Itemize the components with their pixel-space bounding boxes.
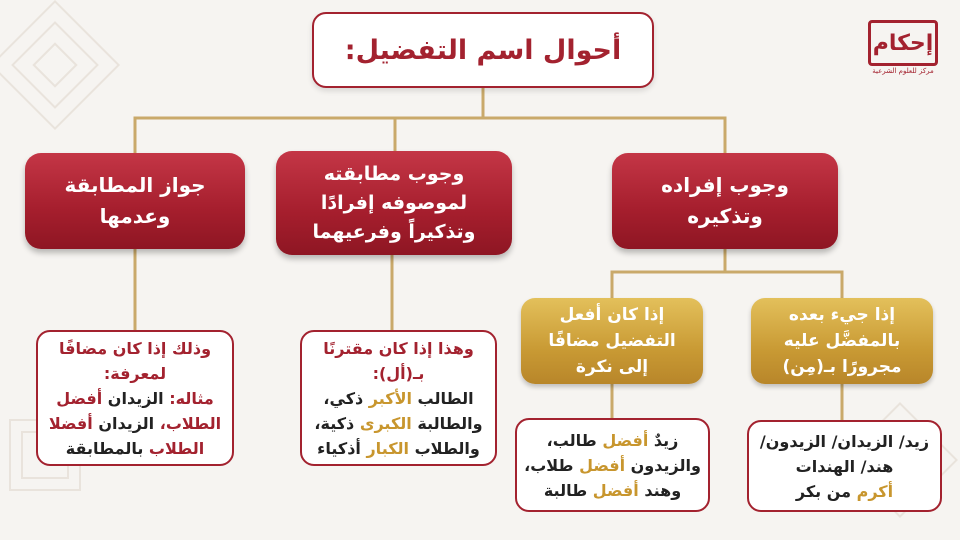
text-segment: طلاب، — [524, 455, 580, 475]
text-segment: مثاله: — [169, 388, 214, 408]
branch-3-heading-line: وعدمها — [99, 204, 171, 228]
text-segment: طالب، — [546, 430, 603, 450]
text-segment: وهذا إذا كان مقترنًا — [323, 338, 474, 358]
text-line: الطلاب بالمطابقة — [49, 436, 221, 461]
diagram-title-box: أحوال اسم التفضيل: — [312, 12, 654, 88]
text-segment: طالبة — [543, 480, 593, 500]
text-segment: الطالب — [411, 388, 474, 408]
text-line: بـ(أل): — [314, 361, 482, 386]
text-segment: هند/ الهندات — [795, 456, 894, 476]
logo-subtitle: مركز للعلوم الشرعية — [872, 67, 934, 75]
text-line: والزيدون أفضل طلاب، — [524, 453, 701, 478]
text-segment: ذكي، — [323, 388, 369, 408]
brand-logo: إحكام مركز للعلوم الشرعية — [866, 20, 940, 92]
text-segment: أكرم — [856, 481, 894, 501]
text-segment: والزيدون — [625, 455, 701, 475]
text-segment: الأكبر — [368, 388, 412, 408]
sub-branch-2-heading-line: إلى نكرة — [575, 357, 649, 377]
text-line: زيد/ الزيدان/ الزيدون/ — [760, 429, 929, 454]
text-line: الطالب الأكبر ذكي، — [314, 386, 482, 411]
sub-branch-2-heading-line: التفضيل مضافًا — [548, 331, 676, 351]
text-segment: الكبار — [366, 438, 410, 458]
text-line: زيدٌ أفضل طالب، — [524, 428, 701, 453]
sub-branch-1-heading-line: مجرورًا بـ(مِن) — [782, 357, 902, 377]
text-segment: والطلاب — [409, 438, 480, 458]
text-segment: زيد/ الزيدان/ الزيدون/ — [759, 431, 930, 451]
branch-2-heading-line: وجوب مطابقته — [323, 162, 465, 185]
text-line: هند/ الهندات — [760, 454, 929, 479]
text-segment: زيدٌ — [648, 430, 679, 450]
branch-1-heading-line: وجوب إفراده — [661, 173, 789, 197]
diagram-title: أحوال اسم التفضيل: — [344, 34, 622, 66]
branch-2-heading-line: وتذكيراً وفرعيهما — [312, 220, 476, 243]
sub-branch-2-box: إذا كان أفعل التفضيل مضافًا إلى نكرة — [521, 298, 703, 384]
text-segment: الطلاب — [148, 438, 205, 458]
text-segment: أفضل — [592, 480, 639, 500]
sub-branch-2-example: زيدٌ أفضل طالب،والزيدون أفضل طلاب،وهند أ… — [524, 428, 701, 503]
text-line: وهذا إذا كان مقترنًا — [314, 336, 482, 361]
text-segment: أفضلا — [48, 413, 93, 433]
branch-2-note: وهذا إذا كان مقترنًا بـ(أل): الطالب الأكبر… — [314, 336, 482, 461]
text-segment: الزيدان — [102, 388, 170, 408]
text-line: لمعرفة: — [49, 361, 221, 386]
sub-branch-2-heading-line: إذا كان أفعل — [559, 305, 665, 325]
branch-1-box: وجوب إفراده وتذكيره — [612, 153, 838, 249]
text-line: والطلاب الكبار أذكياء — [314, 436, 482, 461]
text-segment: الطلاب، — [159, 413, 222, 433]
sub-branch-1-box: إذا جيء بعده بالمفضَّل عليه مجرورًا بـ(م… — [751, 298, 933, 384]
text-segment: بالمطابقة — [65, 438, 149, 458]
sub-branch-1-heading-line: بالمفضَّل عليه — [783, 331, 901, 351]
text-segment: ذكية، — [314, 413, 360, 433]
text-segment: لمعرفة: — [103, 363, 167, 383]
branch-3-heading-line: جواز المطابقة — [64, 173, 206, 197]
text-segment: أفضل — [56, 388, 103, 408]
branch-2-heading-line: لموصوفه إفرادًا — [320, 191, 468, 214]
text-line: والطالبة الكبرى ذكية، — [314, 411, 482, 436]
text-segment: وهند — [638, 480, 682, 500]
text-segment: والطالبة — [411, 413, 483, 433]
text-line: وهند أفضل طالبة — [524, 478, 701, 503]
sub-branch-1-example-box: زيد/ الزيدان/ الزيدون/هند/ الهندات أكرم م… — [747, 420, 942, 512]
text-segment: أفضل — [579, 455, 626, 475]
text-segment: وذلك إذا كان مضافًا — [58, 338, 212, 358]
sub-branch-1-heading-line: إذا جيء بعده — [788, 305, 896, 325]
text-segment: من بكر — [795, 481, 857, 501]
logo-mark: إحكام — [868, 20, 938, 66]
text-line: أكرم من بكر — [760, 479, 929, 504]
sub-branch-2-example-box: زيدٌ أفضل طالب،والزيدون أفضل طلاب،وهند أ… — [515, 418, 710, 512]
text-line: وذلك إذا كان مضافًا — [49, 336, 221, 361]
branch-2-box: وجوب مطابقته لموصوفه إفرادًا وتذكيراً وف… — [276, 151, 512, 255]
text-segment: الكبرى — [359, 413, 412, 433]
branch-1-heading-line: وتذكيره — [687, 204, 763, 228]
branch-2-note-box: وهذا إذا كان مقترنًا بـ(أل): الطالب الأكبر… — [300, 330, 497, 466]
text-segment: بـ(أل): — [372, 363, 425, 383]
text-line: الطلاب، الزيدان أفضلا — [49, 411, 221, 436]
text-segment: أفضل — [602, 430, 649, 450]
text-segment: الزيدان — [92, 413, 160, 433]
text-segment: أذكياء — [317, 438, 367, 458]
branch-3-box: جواز المطابقة وعدمها — [25, 153, 245, 249]
text-line: مثاله: الزيدان أفضل — [49, 386, 221, 411]
sub-branch-1-example: زيد/ الزيدان/ الزيدون/هند/ الهندات أكرم م… — [760, 429, 929, 504]
